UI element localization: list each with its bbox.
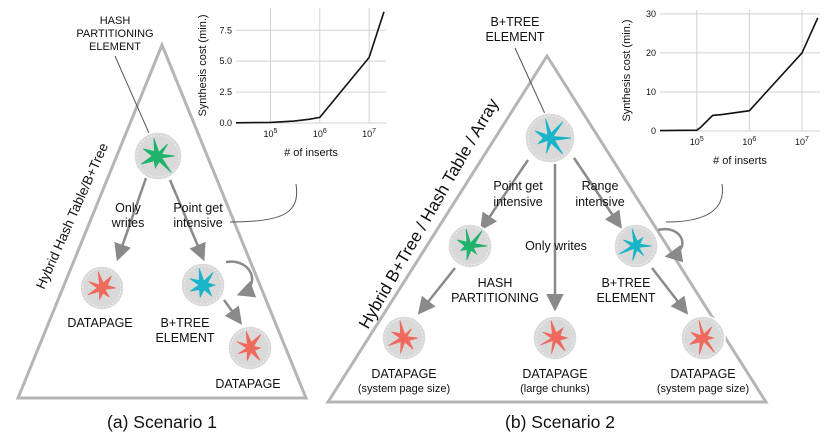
node-glyph: [141, 138, 175, 173]
node-ring: [183, 265, 223, 305]
s1-root-label-2: PARTITIONING: [76, 28, 153, 40]
node-glyph: [618, 228, 652, 261]
y-tick-label: 10: [646, 87, 656, 97]
s2-node-hash: [447, 223, 493, 269]
s1-caption: (a) Scenario 1: [107, 412, 217, 432]
s2-edge-btree-to-datapage: [651, 267, 689, 315]
s1-edge-point-get-l1: Point get: [173, 201, 223, 215]
plot-area: [660, 10, 820, 131]
x-tick-label: 106: [313, 128, 327, 139]
node-glyph: [388, 320, 418, 354]
y-axis-label: Synthesis cost (min.): [621, 19, 633, 121]
s1-node-datapage2: [227, 325, 273, 371]
s2-label-btree-2: ELEMENT: [596, 291, 655, 305]
s1-chart: 0.0 2.5 5.0 7.5 105 106 107 # of inserts Synthes…: [197, 8, 386, 159]
x-tick-label: 105: [264, 128, 278, 139]
s1-edge-point-get-l2: intensive: [173, 216, 222, 230]
s1-chart-connector: [229, 183, 298, 223]
x-axis-label: # of inserts: [713, 155, 767, 167]
x-tick-label: 105: [690, 136, 704, 147]
s2-root-label-2: ELEMENT: [485, 30, 544, 44]
node-glyph: [689, 320, 716, 355]
s2-edge-hash-to-datapage: [417, 267, 456, 315]
s1-edge-only-writes-l2: writes: [111, 216, 145, 230]
x-tick-label: 107: [795, 136, 809, 147]
s2-label-hash-2: PARTITIONING: [451, 291, 539, 305]
node-ring: [450, 226, 490, 266]
s2-edge-point-get-l1: Point get: [493, 179, 543, 193]
node-ring: [527, 115, 573, 161]
s2-label-hash-1: HASH: [478, 276, 513, 290]
s1-node-btree: [180, 262, 226, 308]
y-tick-label: 7.5: [219, 25, 232, 35]
x-tick-label: 107: [362, 128, 376, 139]
s1-node-datapage: [79, 265, 125, 311]
y-tick-label: 5.0: [219, 56, 232, 66]
s2-chart-connector: [665, 183, 723, 223]
s2-chart: 0 10 20 30 105 106 107 # of inserts Synthesis co…: [621, 9, 820, 167]
node-glyph: [87, 271, 116, 300]
s2-edge-range: [572, 157, 622, 229]
s2-label-leaf2-2: (large chunks): [520, 383, 590, 395]
node-glyph: [535, 118, 572, 155]
s2-self-loop: [657, 227, 684, 263]
s2-label-leaf2-1: DATAPAGE: [522, 367, 587, 381]
s1-node-hash: [133, 131, 183, 181]
s1-root-label-3: ELEMENT: [89, 41, 141, 53]
x-tick-label: 106: [742, 136, 756, 147]
s2-node-datapage-2: [532, 315, 578, 361]
series-line: [235, 11, 385, 124]
s1-edge-to-datapage: [222, 299, 243, 325]
s1-self-loop: [225, 260, 257, 298]
node-glyph: [540, 320, 569, 354]
s2-node-datapage-3: [680, 315, 726, 361]
s2-edge-point-get: [480, 159, 530, 231]
s1-edge-only-writes-l1: Only: [115, 201, 141, 215]
y-tick-label: 0.0: [219, 118, 232, 128]
node-ring: [535, 318, 575, 358]
y-axis-label: Synthesis cost (min.): [197, 14, 209, 116]
s2-edge-point-get-l2: intensive: [493, 195, 542, 209]
s2-node-btree: [613, 223, 659, 269]
y-tick-label: 20: [646, 48, 656, 58]
node-glyph: [457, 228, 488, 261]
s1-label-datapage2: DATAPAGE: [215, 377, 280, 391]
s1-root-label-1: HASH: [100, 15, 131, 27]
s2-root-label-1: B+TREE: [491, 15, 540, 29]
y-tick-label: 0: [651, 126, 656, 136]
s2-root-pointer: [514, 47, 547, 117]
s2-edge-only-writes-label: Only writes: [525, 239, 587, 253]
s2-label-leaf3-1: DATAPAGE: [670, 367, 735, 381]
s2-label-btree-1: B+TREE: [602, 276, 651, 290]
node-glyph: [236, 331, 262, 361]
plot-area: [236, 8, 386, 123]
y-tick-label: 30: [646, 9, 656, 19]
s2-label-leaf3-2: (system page size): [657, 383, 749, 395]
scenario-2-triangle: [325, 53, 769, 404]
s1-label-btree-2: ELEMENT: [155, 331, 214, 345]
s1-edge-point-get: [168, 179, 206, 262]
node-ring: [683, 318, 723, 358]
node-glyph: [189, 268, 217, 299]
node-ring: [82, 268, 122, 308]
s1-root-pointer: [114, 55, 153, 141]
s2-label-leaf1-2: (system page size): [358, 383, 450, 395]
s2-node-datapage-1: [381, 315, 427, 361]
node-ring: [384, 318, 424, 358]
s2-edge-range-l1: Range: [582, 179, 619, 193]
y-tick-label: 2.5: [219, 87, 232, 97]
s1-label-btree-1: B+TREE: [161, 316, 210, 330]
s2-node-btree-root: [524, 112, 576, 164]
node-ring: [136, 134, 180, 178]
node-ring: [616, 226, 656, 266]
s2-label-leaf1-1: DATAPAGE: [371, 367, 436, 381]
series-line: [659, 17, 819, 132]
s1-edge-only-writes: [114, 177, 148, 262]
s2-caption: (b) Scenario 2: [505, 412, 615, 432]
node-ring: [230, 328, 270, 368]
s1-label-datapage: DATAPAGE: [67, 316, 132, 330]
s2-edge-range-l2: intensive: [575, 195, 624, 209]
x-axis-label: # of inserts: [284, 147, 338, 159]
